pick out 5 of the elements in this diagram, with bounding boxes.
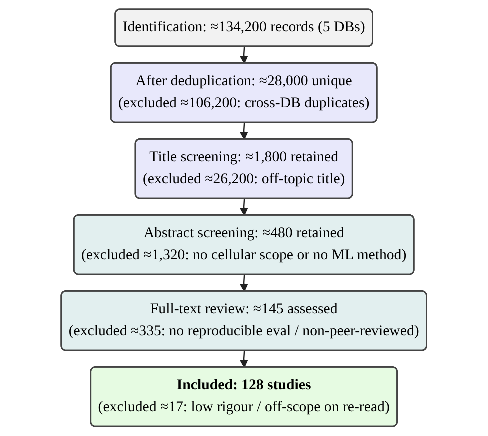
- arrow: [240, 198, 248, 216]
- arrow: [240, 350, 248, 368]
- arrow: [240, 122, 248, 140]
- arrow: [240, 46, 248, 64]
- arrow: [240, 274, 248, 292]
